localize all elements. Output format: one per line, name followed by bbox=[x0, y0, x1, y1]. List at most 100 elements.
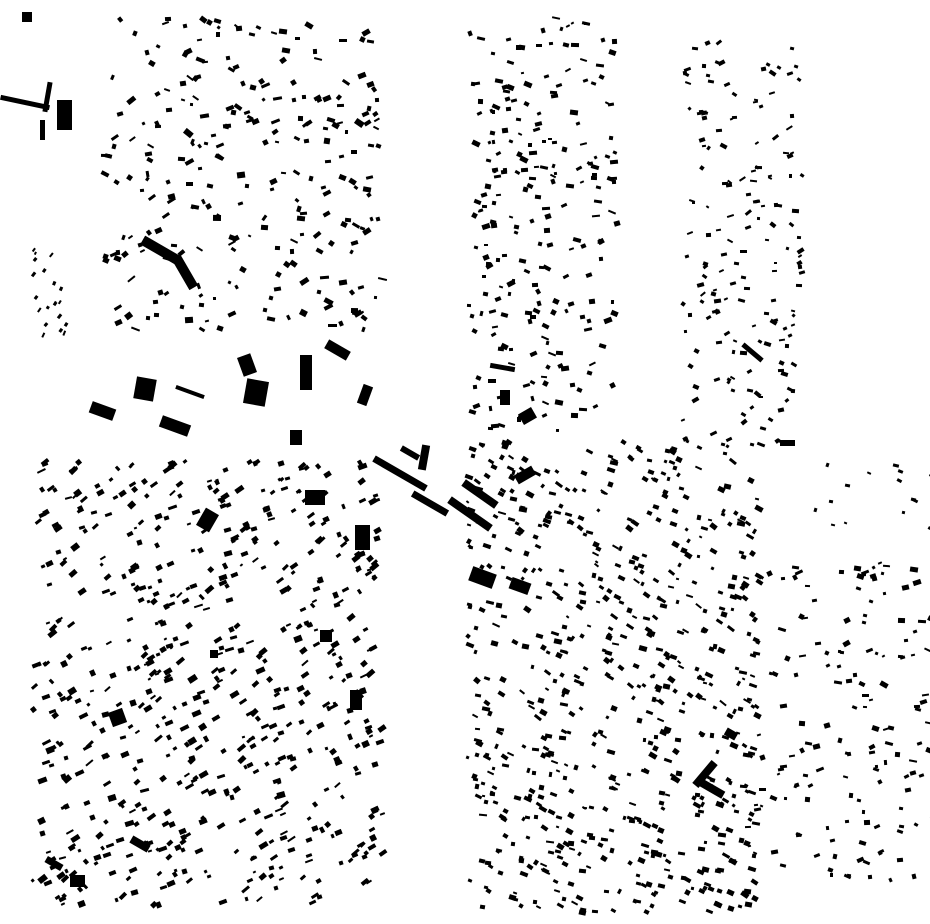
building bbox=[234, 485, 245, 495]
building bbox=[181, 700, 188, 707]
building bbox=[535, 288, 542, 295]
building bbox=[520, 167, 529, 173]
building bbox=[521, 744, 527, 749]
building bbox=[473, 199, 482, 206]
building bbox=[754, 141, 760, 146]
building bbox=[30, 705, 38, 714]
building bbox=[647, 740, 654, 746]
building bbox=[294, 197, 300, 203]
building bbox=[529, 351, 537, 358]
building bbox=[660, 471, 666, 476]
building bbox=[102, 780, 112, 788]
building bbox=[746, 192, 752, 197]
building bbox=[210, 650, 218, 658]
building bbox=[41, 739, 51, 746]
building bbox=[373, 526, 383, 535]
building bbox=[179, 80, 187, 87]
building bbox=[159, 885, 167, 890]
building bbox=[362, 186, 373, 194]
building bbox=[603, 889, 609, 894]
building bbox=[465, 633, 471, 640]
building bbox=[555, 429, 560, 432]
building bbox=[911, 873, 917, 879]
building bbox=[861, 620, 867, 625]
building bbox=[787, 333, 793, 338]
building bbox=[472, 402, 482, 410]
building bbox=[218, 898, 228, 906]
building bbox=[779, 863, 786, 869]
building bbox=[331, 652, 337, 657]
building bbox=[769, 795, 777, 802]
building bbox=[686, 363, 693, 370]
building bbox=[729, 858, 737, 864]
building bbox=[48, 252, 54, 258]
building bbox=[333, 828, 343, 837]
building bbox=[249, 742, 258, 750]
building bbox=[678, 486, 684, 491]
building bbox=[276, 791, 286, 799]
building bbox=[285, 476, 291, 481]
building bbox=[679, 899, 687, 904]
building bbox=[711, 824, 720, 832]
building bbox=[352, 312, 358, 316]
building bbox=[663, 459, 668, 464]
building bbox=[588, 361, 596, 367]
building bbox=[570, 21, 575, 26]
building bbox=[715, 340, 722, 345]
building bbox=[750, 169, 756, 173]
building bbox=[217, 774, 226, 780]
building bbox=[752, 528, 758, 535]
building bbox=[602, 805, 609, 812]
building bbox=[807, 783, 814, 789]
building bbox=[743, 287, 750, 291]
building bbox=[664, 448, 671, 455]
building bbox=[715, 888, 723, 895]
building bbox=[318, 826, 325, 834]
building bbox=[790, 46, 795, 51]
building bbox=[349, 249, 355, 255]
building bbox=[128, 136, 136, 143]
building bbox=[539, 862, 548, 868]
building bbox=[154, 91, 161, 98]
building bbox=[871, 724, 880, 732]
building bbox=[323, 126, 329, 131]
building bbox=[125, 665, 132, 672]
building bbox=[565, 23, 571, 28]
building bbox=[127, 234, 134, 240]
building bbox=[45, 559, 54, 568]
building bbox=[664, 793, 670, 798]
building bbox=[202, 606, 210, 611]
building bbox=[68, 465, 78, 475]
building bbox=[598, 256, 603, 262]
building bbox=[851, 705, 858, 711]
building bbox=[716, 867, 725, 872]
building bbox=[759, 787, 767, 791]
building bbox=[579, 909, 587, 916]
building bbox=[262, 657, 268, 664]
building bbox=[236, 646, 244, 653]
building bbox=[799, 654, 806, 658]
building bbox=[335, 553, 342, 559]
building bbox=[640, 581, 645, 587]
building bbox=[591, 764, 597, 769]
building bbox=[686, 691, 694, 699]
building bbox=[731, 350, 736, 355]
building bbox=[222, 467, 229, 473]
building bbox=[307, 548, 315, 556]
building bbox=[480, 781, 486, 786]
building bbox=[115, 836, 125, 843]
building bbox=[183, 773, 191, 779]
building bbox=[163, 87, 171, 93]
building bbox=[597, 842, 604, 848]
building bbox=[350, 690, 362, 710]
building bbox=[336, 120, 343, 125]
building bbox=[674, 737, 682, 743]
building bbox=[312, 49, 317, 55]
building bbox=[207, 478, 214, 483]
building bbox=[798, 269, 806, 275]
building bbox=[357, 588, 363, 595]
building bbox=[166, 840, 175, 848]
building bbox=[218, 645, 225, 651]
building bbox=[495, 150, 502, 157]
building bbox=[561, 146, 568, 152]
